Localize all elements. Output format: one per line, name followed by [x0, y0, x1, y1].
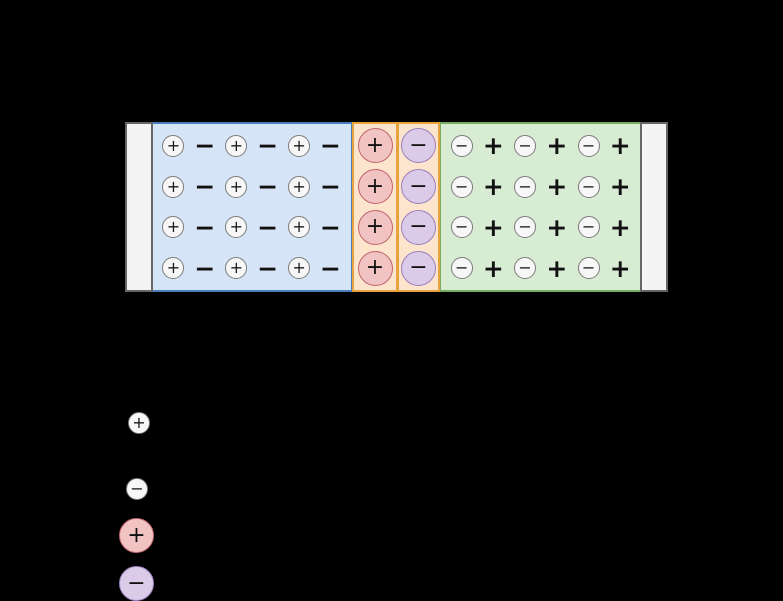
large-anion-icon: − [119, 566, 154, 601]
circled-plus-icon: + [225, 134, 248, 157]
particle-row: + − + − + − [153, 249, 351, 287]
large-anion-icon: − [401, 209, 436, 245]
legend-item: + [128, 412, 162, 434]
anode-bulk-region: + − + − + − + − + − + − + − + − + − [151, 122, 353, 292]
large-anion-icon: − [401, 128, 436, 164]
anode-particle-grid: + − + − + − + − + − + − + − + − + − [153, 124, 351, 290]
particle-row: − [399, 168, 438, 206]
circled-minus-icon: − [514, 216, 537, 239]
right-electrode [640, 122, 668, 292]
circled-plus-icon: + [288, 134, 311, 157]
particle-row: + − + − + − [153, 208, 351, 246]
plus-icon: + [546, 172, 568, 202]
anion-plane-grid: − − − − [399, 124, 438, 290]
large-anion-icon: − [401, 169, 436, 205]
circled-minus-icon: − [450, 257, 473, 280]
circled-plus-icon: + [162, 257, 185, 280]
plus-icon: + [609, 253, 631, 283]
circled-plus-icon: + [225, 257, 248, 280]
circled-plus-icon: + [288, 257, 311, 280]
circled-plus-icon: + [288, 175, 311, 198]
circled-minus-icon: − [450, 216, 473, 239]
circled-minus-icon: − [514, 175, 537, 198]
circled-plus-icon: + [162, 175, 185, 198]
circled-minus-icon: − [577, 216, 600, 239]
plus-icon: + [546, 131, 568, 161]
cation-plane-grid: + + + + [354, 124, 396, 290]
small-circled-minus-icon: − [126, 478, 148, 500]
particle-row: − + − + − + [441, 249, 641, 287]
plus-icon: + [546, 212, 568, 242]
cathode-particle-grid: − + − + − + − + − + − + − + − + − + [441, 124, 641, 290]
legend-item: − [119, 566, 166, 601]
circled-minus-icon: − [577, 134, 600, 157]
particle-row: + [354, 208, 396, 246]
minus-icon: − [320, 253, 341, 283]
legend-item: − [126, 478, 160, 500]
left-electrode [125, 122, 153, 292]
minus-icon: − [320, 172, 341, 202]
legend-item: + [119, 518, 166, 553]
circled-plus-icon: + [225, 216, 248, 239]
large-cation-icon: + [119, 518, 154, 553]
large-cation-icon: + [357, 128, 393, 164]
plus-icon: + [482, 172, 504, 202]
particle-row: + [354, 127, 396, 165]
minus-icon: − [257, 253, 279, 283]
particle-row: + [354, 168, 396, 206]
plus-icon: + [609, 131, 631, 161]
circled-minus-icon: − [450, 134, 473, 157]
particle-row: − + − + − + [441, 168, 641, 206]
minus-icon: − [257, 131, 279, 161]
particle-row: + − + − + − [153, 127, 351, 165]
circled-minus-icon: − [577, 175, 600, 198]
circled-minus-icon: − [450, 175, 473, 198]
minus-icon: − [194, 131, 216, 161]
particle-row: − + − + − + [441, 208, 641, 246]
cathode-bulk-region: − + − + − + − + − + − + − + − + − + [439, 122, 643, 292]
minus-icon: − [320, 212, 341, 242]
large-anion-icon: − [401, 250, 436, 286]
particle-row: + [354, 249, 396, 287]
circled-plus-icon: + [162, 216, 185, 239]
large-cation-icon: + [357, 250, 393, 286]
particle-row: − [399, 249, 438, 287]
large-cation-icon: + [357, 169, 393, 205]
circled-plus-icon: + [162, 134, 185, 157]
circled-plus-icon: + [225, 175, 248, 198]
circled-minus-icon: − [577, 257, 600, 280]
particle-row: − [399, 127, 438, 165]
minus-icon: − [194, 172, 216, 202]
particle-row: − + − + − + [441, 127, 641, 165]
circled-minus-icon: − [514, 134, 537, 157]
helmholtz-cation-plane: + + + + [352, 122, 398, 292]
minus-icon: − [257, 212, 279, 242]
minus-icon: − [194, 253, 216, 283]
minus-icon: − [194, 212, 216, 242]
electric-double-layer-figure: + − + − + − + − + − + − + − + − + − [125, 122, 668, 292]
circled-minus-icon: − [514, 257, 537, 280]
plus-icon: + [482, 253, 504, 283]
plus-icon: + [546, 253, 568, 283]
plus-icon: + [482, 131, 504, 161]
minus-icon: − [257, 172, 279, 202]
particle-row: + − + − + − [153, 168, 351, 206]
large-cation-icon: + [357, 209, 393, 245]
plus-icon: + [482, 212, 504, 242]
helmholtz-anion-plane: − − − − [397, 122, 440, 292]
small-circled-plus-icon: + [128, 412, 150, 434]
circled-plus-icon: + [288, 216, 311, 239]
particle-row: − [399, 208, 438, 246]
minus-icon: − [320, 131, 341, 161]
plus-icon: + [609, 212, 631, 242]
plus-icon: + [609, 172, 631, 202]
